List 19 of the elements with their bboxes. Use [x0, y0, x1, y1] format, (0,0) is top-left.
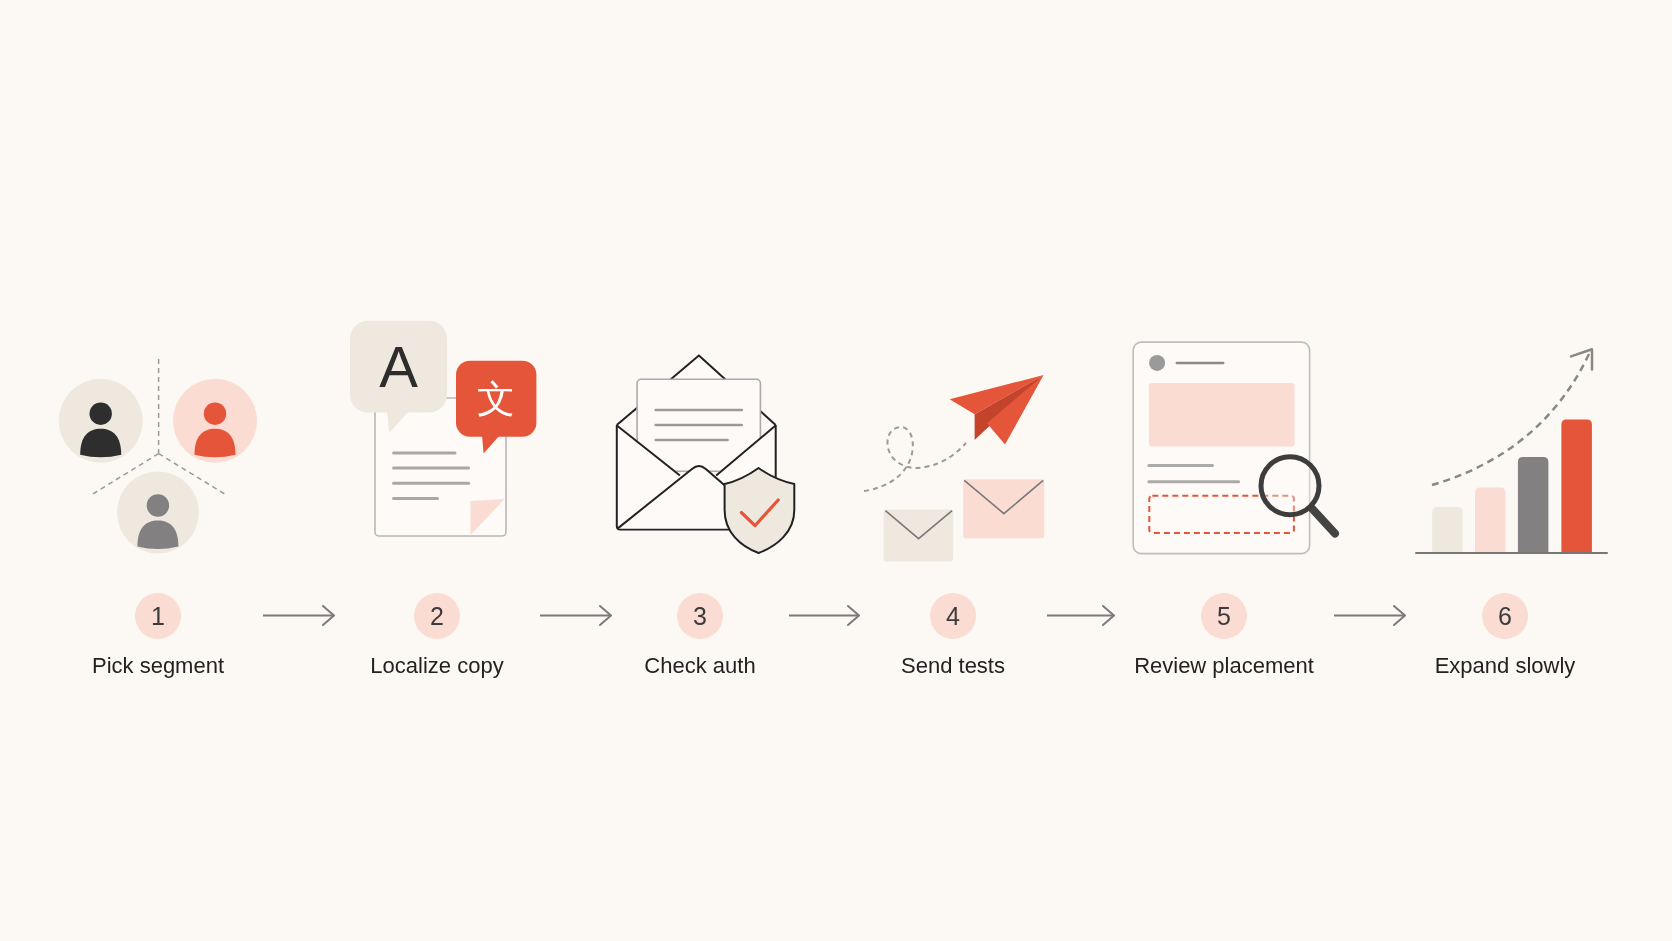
step-number: 4	[930, 592, 976, 639]
step-label: Localize copy	[370, 653, 504, 679]
arrow	[539, 605, 612, 626]
step-label: Expand slowly	[1434, 653, 1576, 679]
step-number: 6	[1482, 592, 1528, 639]
arrow	[262, 605, 335, 626]
step-label: Review placement	[1134, 653, 1314, 679]
arrow	[1046, 605, 1115, 626]
step-label: Send tests	[901, 653, 1005, 679]
step-label: Check auth	[644, 653, 756, 679]
step-number: 2	[414, 592, 460, 639]
arrow	[788, 605, 860, 626]
bubble-letter: A	[379, 338, 418, 396]
bubble-character: 文	[477, 380, 516, 418]
step-number: 1	[135, 592, 181, 639]
arrow	[1333, 605, 1406, 626]
step-number: 5	[1201, 592, 1247, 639]
step-number: 3	[677, 592, 723, 639]
step-label: Pick segment	[91, 653, 225, 679]
